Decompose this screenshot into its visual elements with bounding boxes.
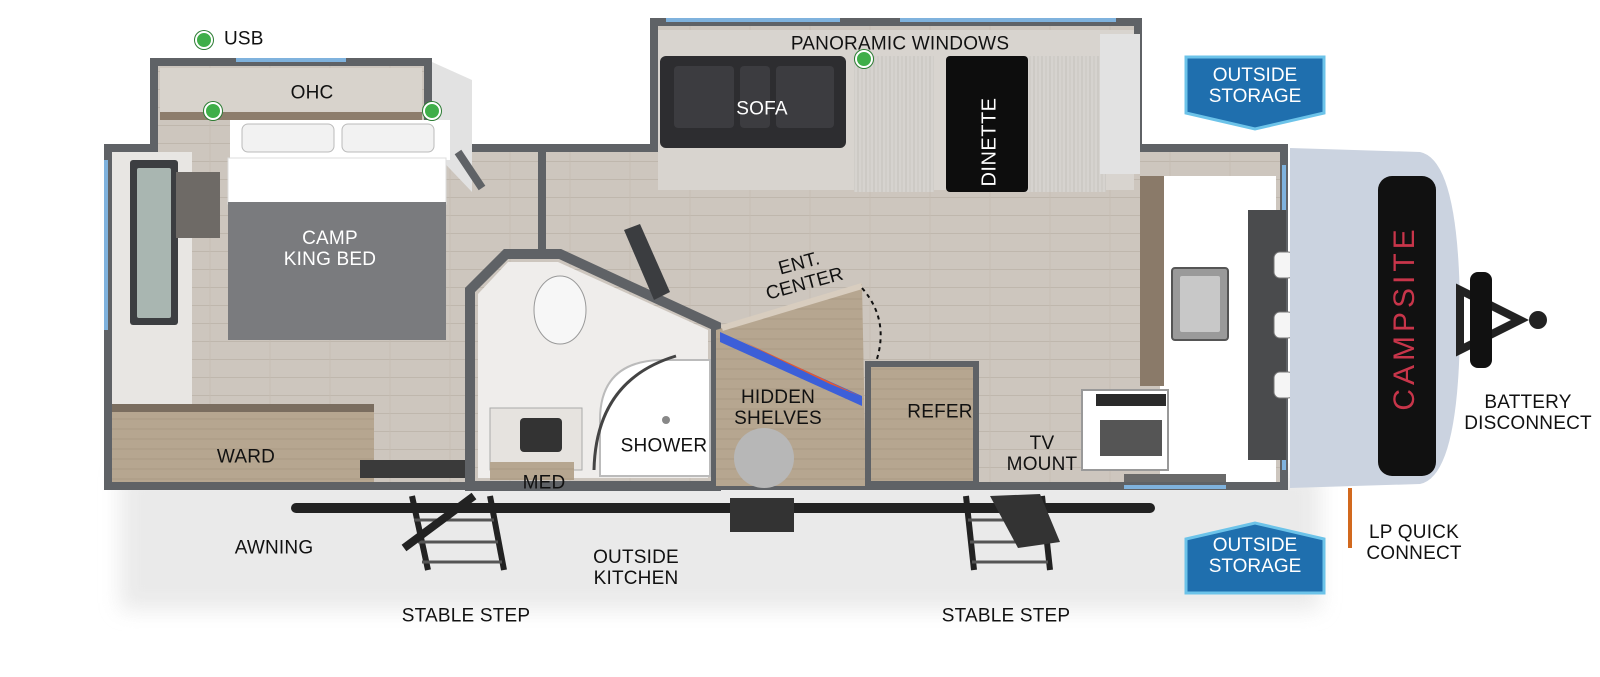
label-refer: REFER <box>907 401 973 423</box>
bedroom-window <box>137 168 171 318</box>
usb-legend-dot <box>195 31 213 49</box>
outside-storage-badge-top: OUTSIDE STORAGE <box>1184 55 1326 131</box>
label-battery-disconnect: BATTERY DISCONNECT <box>1464 392 1592 434</box>
label-dinette: DINETTE <box>978 97 1001 187</box>
label-lp-quick-connect: LP QUICK CONNECT <box>1366 522 1462 564</box>
outside-storage-badge-bottom: OUTSIDE STORAGE <box>1184 521 1326 597</box>
ent-center-swing <box>861 287 882 363</box>
kitchen-sink-basin <box>1180 276 1220 332</box>
sofa-cushion-2 <box>740 66 770 128</box>
stove-top <box>1096 394 1166 406</box>
shower-pan <box>599 359 711 477</box>
storage-badge-shape <box>1184 55 1326 131</box>
stove-oven <box>1100 420 1162 456</box>
dinette-table <box>946 56 1028 192</box>
wardrobe <box>112 406 374 482</box>
hitch-coupler <box>1529 311 1547 329</box>
dinette-bench-left <box>854 56 934 192</box>
sofa-cushion-1 <box>674 66 734 128</box>
partition-2 <box>454 149 486 191</box>
bed-sheet <box>227 157 447 205</box>
bedroom-floor-mat <box>360 460 468 478</box>
dinette-bench-right <box>1026 56 1106 192</box>
label-ward: WARD <box>216 446 276 468</box>
label-awning: AWNING <box>234 537 314 559</box>
entry-mat <box>1124 474 1226 482</box>
label-hidden-shelves: HIDDEN SHELVES <box>734 387 822 429</box>
ohc-shelf <box>160 112 422 120</box>
door-left <box>401 492 477 552</box>
trailer-shadow <box>120 470 1320 610</box>
outside-kitchen-unit <box>730 498 794 532</box>
label-stable-step-right: STABLE STEP <box>941 605 1071 627</box>
usb-outlet-ohc-left <box>204 102 222 120</box>
tongue-jack <box>1470 272 1492 368</box>
bathroom-wall <box>465 249 721 491</box>
door-panel <box>624 224 670 300</box>
shower-drain <box>662 416 670 424</box>
usb-outlet-panoramic <box>855 50 873 68</box>
ent-center-panel <box>721 283 863 331</box>
door-right <box>990 494 1060 548</box>
ohc-cabinet <box>160 68 422 120</box>
label-panoramic-windows: PANORAMIC WINDOWS <box>790 33 1010 55</box>
label-shower: SHOWER <box>620 435 708 457</box>
slide-out-side <box>1100 34 1140 174</box>
brand-logo-text: CAMPSITE <box>1388 225 1421 411</box>
label-tv-mount: TV MOUNT <box>1006 433 1078 475</box>
nightstand <box>176 172 220 238</box>
outside-storage-bottom-label: OUTSIDE STORAGE <box>1208 535 1302 577</box>
medicine-cabinet <box>490 462 574 480</box>
storage-badge-shape <box>1184 521 1326 595</box>
label-sofa: SOFA <box>736 98 788 120</box>
ent-center-shelf-lights <box>720 332 862 406</box>
label-ohc: OHC <box>290 82 334 104</box>
bed-blanket <box>228 202 446 340</box>
label-camp-king-bed: CAMP KING BED <box>283 228 377 270</box>
toilet <box>533 275 587 345</box>
usb-outlet-ohc-right <box>423 102 441 120</box>
sofa-cushion-3 <box>776 66 834 128</box>
outside-storage-top-label: OUTSIDE STORAGE <box>1208 65 1302 107</box>
pillow-right <box>341 123 435 153</box>
refrigerator <box>865 361 979 487</box>
label-outside-kitchen: OUTSIDE KITCHEN <box>593 547 679 589</box>
shower-door <box>592 354 677 471</box>
pillow-left <box>241 123 335 153</box>
label-stable-step-left: STABLE STEP <box>401 605 531 627</box>
kitchen-cabinets <box>1140 176 1164 386</box>
usb-legend-label: USB <box>224 28 264 50</box>
ent-center-shelf-lights-2 <box>740 340 860 396</box>
label-med: MED <box>522 472 566 494</box>
wardrobe-top <box>112 404 374 412</box>
hidden-shelves-basket <box>734 428 794 488</box>
front-cap-panel <box>1378 176 1436 476</box>
bathroom-sink <box>520 418 562 452</box>
